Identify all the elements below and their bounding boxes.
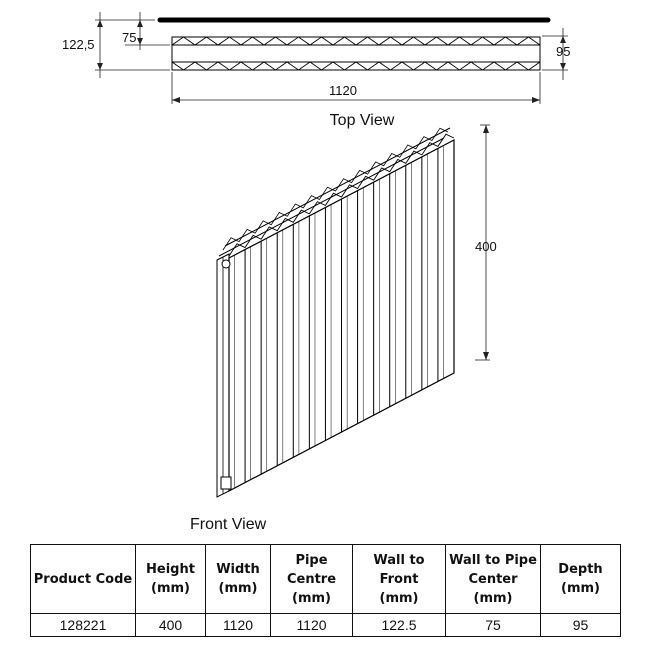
front-view-title: Front View: [190, 516, 267, 533]
cell-height: 400: [135, 613, 206, 637]
cell-width: 1120: [205, 613, 271, 637]
dim-height: 400: [475, 239, 497, 254]
cell-wall-to-pipe-center: 75: [445, 613, 541, 637]
panel-cross-section: [171, 36, 541, 71]
cell-wall-to-front: 122.5: [352, 613, 446, 637]
header-product-code: Product Code: [30, 544, 136, 614]
dim-width: 1120: [329, 83, 357, 98]
technical-drawing: 122,5 75 95 1120 Top View 400 Front View: [62, 12, 570, 533]
top-view-title: Top View: [330, 112, 395, 129]
dim-panel-depth: 95: [556, 44, 570, 59]
top-view: 122,5 75 95 1120 Top View: [62, 12, 570, 129]
cell-pipe-centre: 1120: [270, 613, 353, 637]
header-depth: Depth(mm): [540, 544, 621, 614]
header-width: Width(mm): [205, 544, 271, 614]
cell-product-code: 128221: [30, 613, 136, 637]
front-view: 400 Front View: [190, 124, 497, 533]
radiator-illustration: [216, 127, 455, 498]
header-height: Height(mm): [135, 544, 206, 614]
dim-pipe-offset: 75: [122, 30, 136, 45]
header-pipe-centre: Pipe Centre(mm): [270, 544, 353, 614]
dim-total-depth: 122,5: [62, 37, 95, 52]
cell-depth: 95: [540, 613, 621, 637]
